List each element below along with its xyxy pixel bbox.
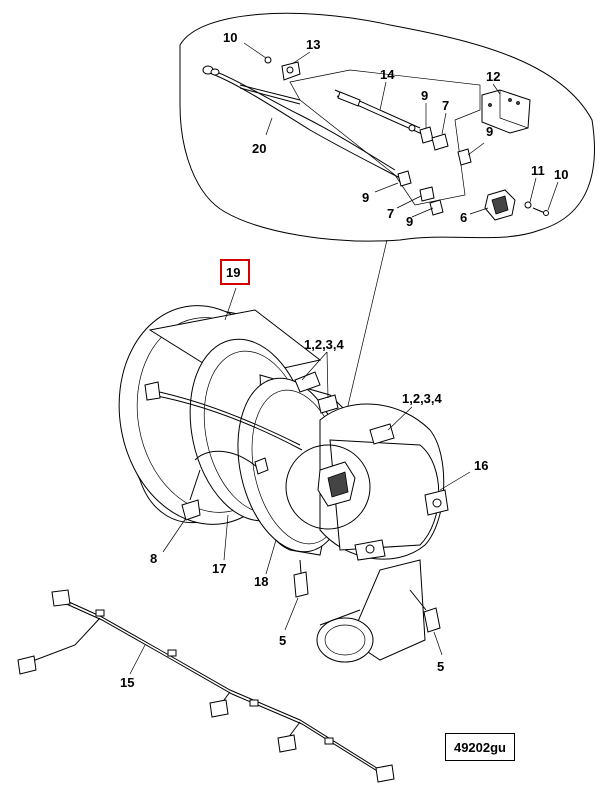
fitting-9-upper <box>419 126 434 144</box>
v-band-clamp-upper <box>294 371 339 414</box>
callout-7-a: 7 <box>442 98 449 113</box>
bracket-12 <box>481 89 531 134</box>
callout-12: 12 <box>486 69 500 84</box>
highlight-box-19 <box>220 259 250 285</box>
sensor-wire-assembly <box>202 65 401 179</box>
callout-10-top: 10 <box>223 30 237 45</box>
callout-6: 6 <box>460 210 467 225</box>
v-band-clamp-right <box>369 423 395 445</box>
callout-16: 16 <box>474 458 488 473</box>
callout-19: 19 <box>226 265 240 280</box>
fitting-9-lower-left <box>397 170 412 187</box>
fitting-9-right <box>457 148 472 166</box>
bolt-10-right <box>532 207 546 214</box>
callout-14: 14 <box>380 67 395 82</box>
detail-outline-frame <box>289 69 481 206</box>
detail-bubble-outline <box>179 12 595 242</box>
callout-1-2-3-4-upper: 1,2,3,4 <box>304 337 345 352</box>
callout-5-right: 5 <box>437 659 444 674</box>
nut-10-right <box>543 210 549 216</box>
nut-10-top <box>264 56 272 64</box>
main-leaders <box>129 287 471 675</box>
callout-13: 13 <box>306 37 320 52</box>
sensor-pressure-tubes <box>144 381 303 475</box>
callout-5-left: 5 <box>279 633 286 648</box>
clamp-13 <box>281 61 301 81</box>
wire-harness-15 <box>17 589 395 783</box>
callout-11: 11 <box>531 163 545 178</box>
callout-9-c: 9 <box>362 190 369 205</box>
spacer-7-upper <box>431 133 449 151</box>
fitting-9-lower <box>429 199 444 216</box>
outlet-elbow <box>316 559 426 663</box>
bubble-leaders <box>243 42 559 218</box>
sensor-probe-14 <box>334 89 423 135</box>
callout-20: 20 <box>252 141 266 156</box>
detail-circle <box>285 444 371 530</box>
sensor-8 <box>181 469 201 521</box>
callout-8: 8 <box>150 551 157 566</box>
callout-15: 15 <box>120 675 134 690</box>
callout-1-2-3-4-right: 1,2,3,4 <box>402 391 443 406</box>
callout-10-right: 10 <box>554 167 568 182</box>
sensor-5-left <box>293 559 309 598</box>
callout-9-d: 9 <box>406 214 413 229</box>
callout-9-b: 9 <box>486 124 493 139</box>
diagram-identifier: 49202gu <box>445 733 515 761</box>
sensor-5-right <box>409 589 441 633</box>
callout-18: 18 <box>254 574 268 589</box>
sensor-module-6 <box>484 189 516 221</box>
callout-9-a: 9 <box>421 88 428 103</box>
sensor-module-on-canister <box>317 461 356 507</box>
callout-17: 17 <box>212 561 226 576</box>
washer-11 <box>524 201 532 209</box>
spacer-7-lower <box>419 186 435 202</box>
callout-7-b: 7 <box>387 206 394 221</box>
outlet-section-16 <box>319 403 449 561</box>
